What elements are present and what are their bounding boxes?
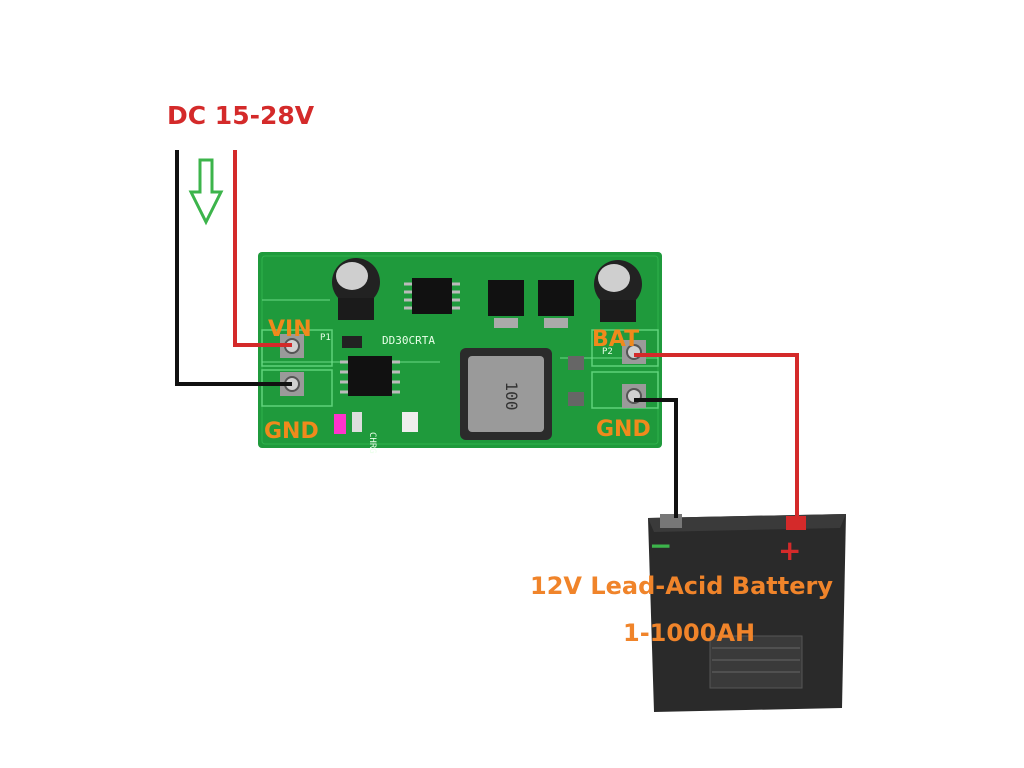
mosfet-1 [488,280,524,328]
wires [175,150,799,518]
pin-label-gnd-out: GND [596,417,651,442]
wire-battery-negative [634,398,678,518]
battery-title: 12V Lead-Acid Battery [530,572,833,600]
pin-label-bat: BAT [592,327,639,352]
silk-p2: P2 [602,347,613,357]
inductor: 100 [460,348,552,440]
arrow-down-icon [188,158,224,226]
silk-chrg: CHRG [367,432,377,454]
pin-label-gnd-in: GND [264,419,319,444]
ic-bottom [340,356,400,396]
terminal-positive [786,516,806,530]
charger-board: 100 DD30CRTA P1 P2 CHRG VIN GND BAT GND [258,252,662,454]
terminal-negative [660,514,682,528]
input-voltage-label: DC 15-28V [167,101,315,130]
battery-minus-sign: − [649,529,672,562]
mosfet-2 [538,280,574,328]
capacitor-left [332,258,380,320]
inductor-marking: 100 [502,382,521,411]
board-part-number: DD30CRTA [382,334,435,347]
ic-top [404,278,460,314]
wire-battery-positive [634,353,799,518]
battery-capacity: 1-1000AH [623,619,755,647]
pad-gnd-out [622,384,646,408]
capacitor-right [594,260,642,322]
silk-p1: P1 [320,333,331,343]
battery-plus-sign: + [778,534,801,567]
wire-input-negative [175,150,292,386]
wire-input-positive [233,150,292,347]
pad-bat [622,340,646,364]
lead-acid-battery: − + 12V Lead-Acid Battery 1-1000AH [530,514,846,712]
pin-label-vin: VIN [268,317,312,342]
